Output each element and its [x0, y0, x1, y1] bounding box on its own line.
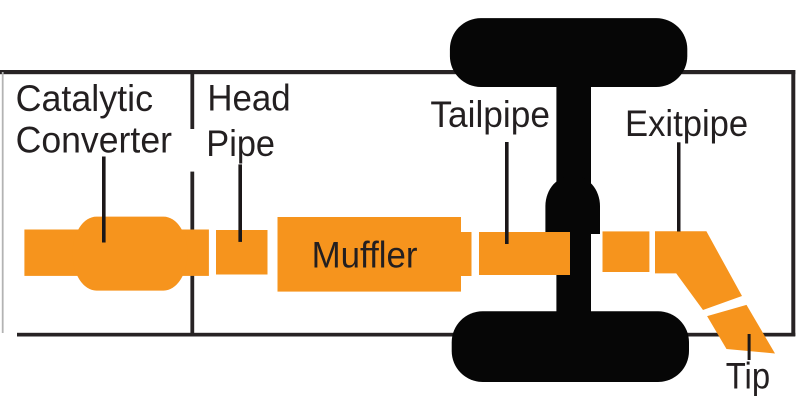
svg-text:Pipe: Pipe: [206, 122, 275, 164]
svg-text:Exitpipe: Exitpipe: [625, 102, 748, 144]
svg-text:Tip: Tip: [726, 355, 770, 397]
svg-text:Converter: Converter: [16, 119, 172, 161]
svg-text:Catalytic: Catalytic: [16, 77, 153, 119]
svg-text:Muffler: Muffler: [312, 233, 418, 275]
svg-text:Tailpipe: Tailpipe: [430, 93, 550, 135]
svg-text:Head: Head: [207, 76, 290, 118]
